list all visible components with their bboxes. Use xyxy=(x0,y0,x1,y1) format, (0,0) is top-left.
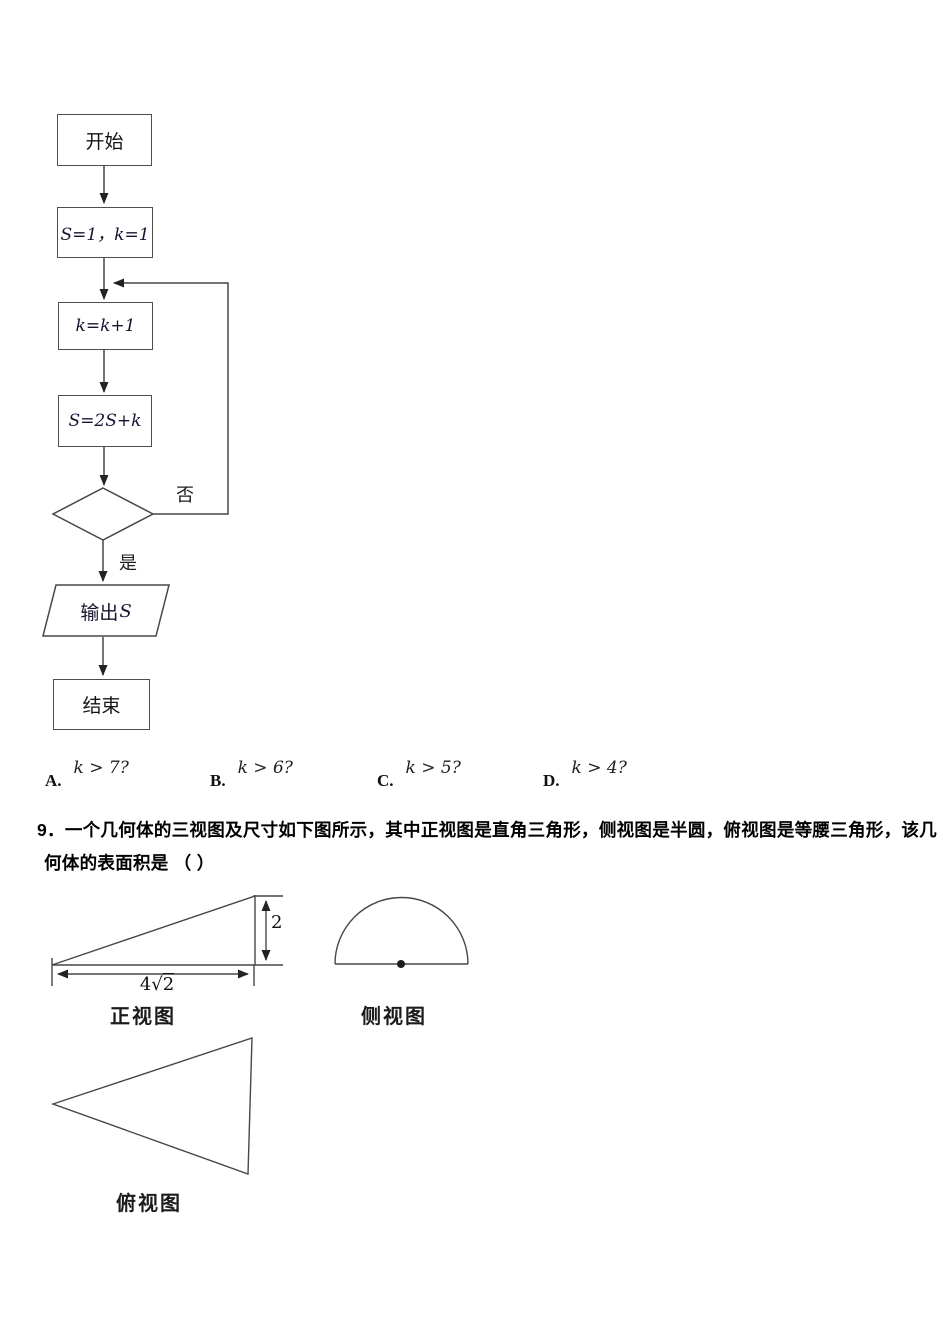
output-variable: S xyxy=(119,600,132,622)
side-view-center-dot xyxy=(397,960,405,968)
radicand: 2 xyxy=(162,974,175,995)
question-line-1: 9．一个几何体的三视图及尺寸如下图所示，其中正视图是直角三角形，侧视图是半圆，俯… xyxy=(37,820,938,840)
option-d-formula: k > 4? xyxy=(571,758,627,778)
question-line-2: 何体的表面积是 （ ） xyxy=(44,853,215,873)
option-a: A. k > 7? xyxy=(45,758,129,790)
top-view-label: 俯视图 xyxy=(116,1193,182,1215)
flowchart-increment-box: k=k+1 xyxy=(58,302,153,350)
option-c-letter: C. xyxy=(377,771,394,790)
front-view-label: 正视图 xyxy=(110,1006,176,1028)
output-text: 输出 xyxy=(80,602,119,624)
decision-yes-label: 是 xyxy=(119,553,137,573)
flowchart-accumulate-box: S=2S+k xyxy=(58,395,152,447)
option-c: C. k > 5? xyxy=(377,758,461,790)
option-b-letter: B. xyxy=(210,771,226,790)
radical-prefix: 4√ xyxy=(139,974,163,995)
decision-diamond xyxy=(51,487,155,541)
option-a-formula: k > 7? xyxy=(73,758,129,778)
option-d-letter: D. xyxy=(543,771,560,790)
front-view-height-dimension-label: 2 xyxy=(271,912,283,933)
flowchart-start-box: 开始 xyxy=(57,114,152,166)
side-view-label: 侧视图 xyxy=(361,1006,427,1028)
option-b-formula: k > 6? xyxy=(237,758,293,778)
option-d: D. k > 4? xyxy=(543,758,627,790)
option-b: B. k > 6? xyxy=(210,758,293,790)
side-view-arc xyxy=(334,896,469,965)
top-view-triangle xyxy=(50,1037,253,1175)
option-c-formula: k > 5? xyxy=(405,758,461,778)
flowchart-end-box: 结束 xyxy=(53,679,150,730)
front-view-width-dimension-label: 4√2 xyxy=(125,974,189,995)
option-a-letter: A. xyxy=(45,771,62,790)
front-view-triangle xyxy=(51,895,256,966)
decision-no-label: 否 xyxy=(176,485,194,505)
side-view-drawing xyxy=(334,896,469,968)
front-view-drawing xyxy=(51,895,283,986)
flowchart-init-box: S=1，k=1 xyxy=(57,207,153,258)
